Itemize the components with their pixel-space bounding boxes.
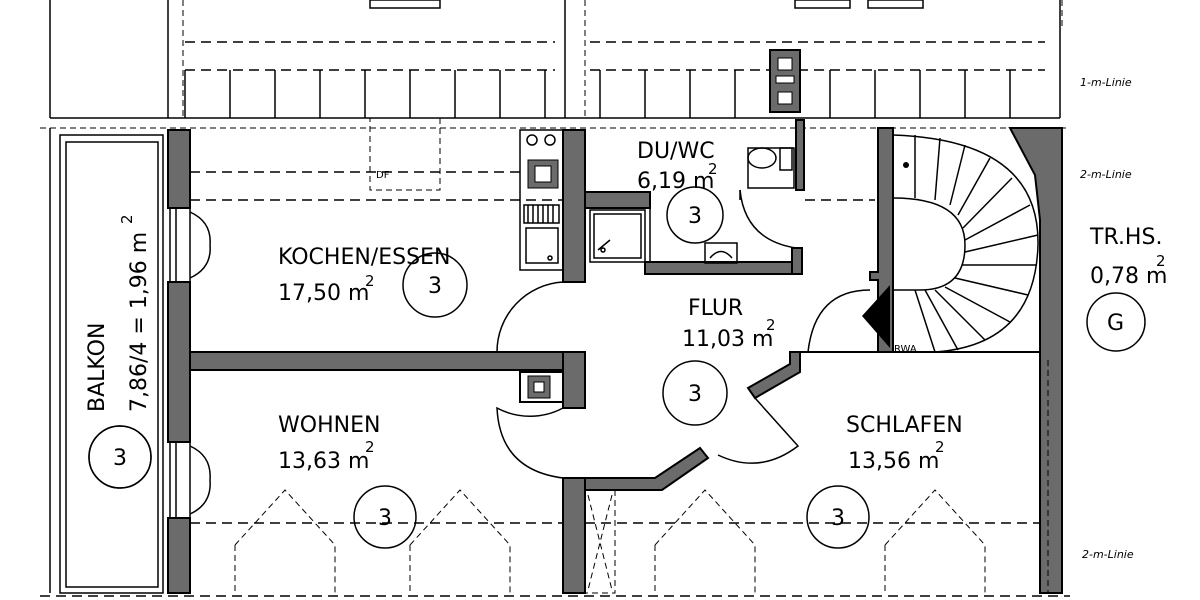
- room-kochen-area-sup: 2: [365, 272, 375, 290]
- room-balkon-category-circle-2: [88, 425, 152, 489]
- room-kochen-area: 17,50 m: [278, 281, 369, 306]
- room-flur-name: FLUR: [688, 296, 743, 321]
- room-wohnen-name: WOHNEN: [278, 413, 380, 438]
- room-duwc-area-sup: 2: [708, 160, 718, 178]
- room-wohnen-category-circle: [353, 485, 417, 549]
- rwa-label: RWA: [894, 344, 917, 355]
- room-duwc-category: 3: [688, 204, 702, 229]
- roof-area: [40, 0, 1070, 129]
- door-swings: [496, 189, 871, 479]
- room-trhs: TR.HS. 0,78 m 2 G: [1086, 225, 1167, 352]
- chimney-upper: [769, 49, 801, 113]
- room-schlafen-name: SCHLAFEN: [846, 413, 963, 438]
- room-duwc-name: DU/WC: [637, 139, 715, 164]
- room-kochen-category-circle: [402, 252, 468, 318]
- room-flur-area-sup: 2: [766, 316, 776, 334]
- room-duwc: DU/WC 6,19 m 2 3: [637, 139, 724, 244]
- room-schlafen-category: 3: [831, 506, 845, 531]
- room-balkon-area: 7,86/4 = 1,96 m: [127, 232, 152, 412]
- room-kochen: KOCHEN/ESSEN 17,50 m 2 3: [278, 245, 468, 318]
- roof-window: DF: [369, 117, 441, 191]
- height-lines: [190, 171, 1049, 593]
- line-1m-note: 1-m-Linie: [1080, 76, 1132, 89]
- chimney-mid: [519, 371, 564, 403]
- bathroom-fixtures: [589, 147, 795, 264]
- line-2m-bottom-note: 2-m-Linie: [1082, 548, 1134, 561]
- room-flur: FLUR 11,03 m 2 3: [662, 296, 776, 426]
- room-kochen-category: 3: [428, 274, 442, 299]
- room-balkon-name: BALKON: [85, 323, 110, 412]
- room-duwc-category-circle: [666, 186, 724, 244]
- room-balkon-area-sup: 2: [118, 214, 136, 224]
- room-trhs-area-sup: 2: [1156, 252, 1166, 270]
- room-wohnen-category: 3: [378, 506, 392, 531]
- room-trhs-category: G: [1107, 311, 1124, 336]
- room-wohnen-area: 13,63 m: [278, 449, 369, 474]
- room-flur-category: 3: [688, 382, 702, 407]
- dormers: [234, 489, 986, 594]
- room-balkon-category: 3: [113, 446, 127, 471]
- roof-window-label: DF: [376, 170, 390, 181]
- line-2m-top-note: 2-m-Linie: [1080, 168, 1132, 181]
- room-balkon: BALKON 7,86/4 = 1,96 m 2 3: [85, 214, 152, 489]
- walls: [167, 119, 1063, 594]
- balcony: [49, 128, 164, 594]
- room-wohnen-area-sup: 2: [365, 438, 375, 456]
- room-kochen-name: KOCHEN/ESSEN: [278, 245, 450, 270]
- room-trhs-name: TR.HS.: [1089, 225, 1162, 250]
- room-wohnen: WOHNEN 13,63 m 2 3: [278, 413, 417, 549]
- room-schlafen: SCHLAFEN 13,56 m 2 3: [806, 413, 963, 549]
- spiral-stair: [862, 134, 1039, 353]
- room-schlafen-area: 13,56 m: [848, 449, 939, 474]
- room-flur-category-circle: [662, 360, 728, 426]
- room-schlafen-category-circle: [806, 485, 870, 549]
- room-flur-area: 11,03 m: [682, 327, 773, 352]
- room-duwc-area: 6,19 m: [637, 169, 714, 194]
- room-trhs-area: 0,78 m: [1090, 264, 1167, 289]
- balcony-doors: [169, 207, 211, 519]
- room-schlafen-area-sup: 2: [935, 438, 945, 456]
- room-trhs-category-circle: [1086, 292, 1146, 352]
